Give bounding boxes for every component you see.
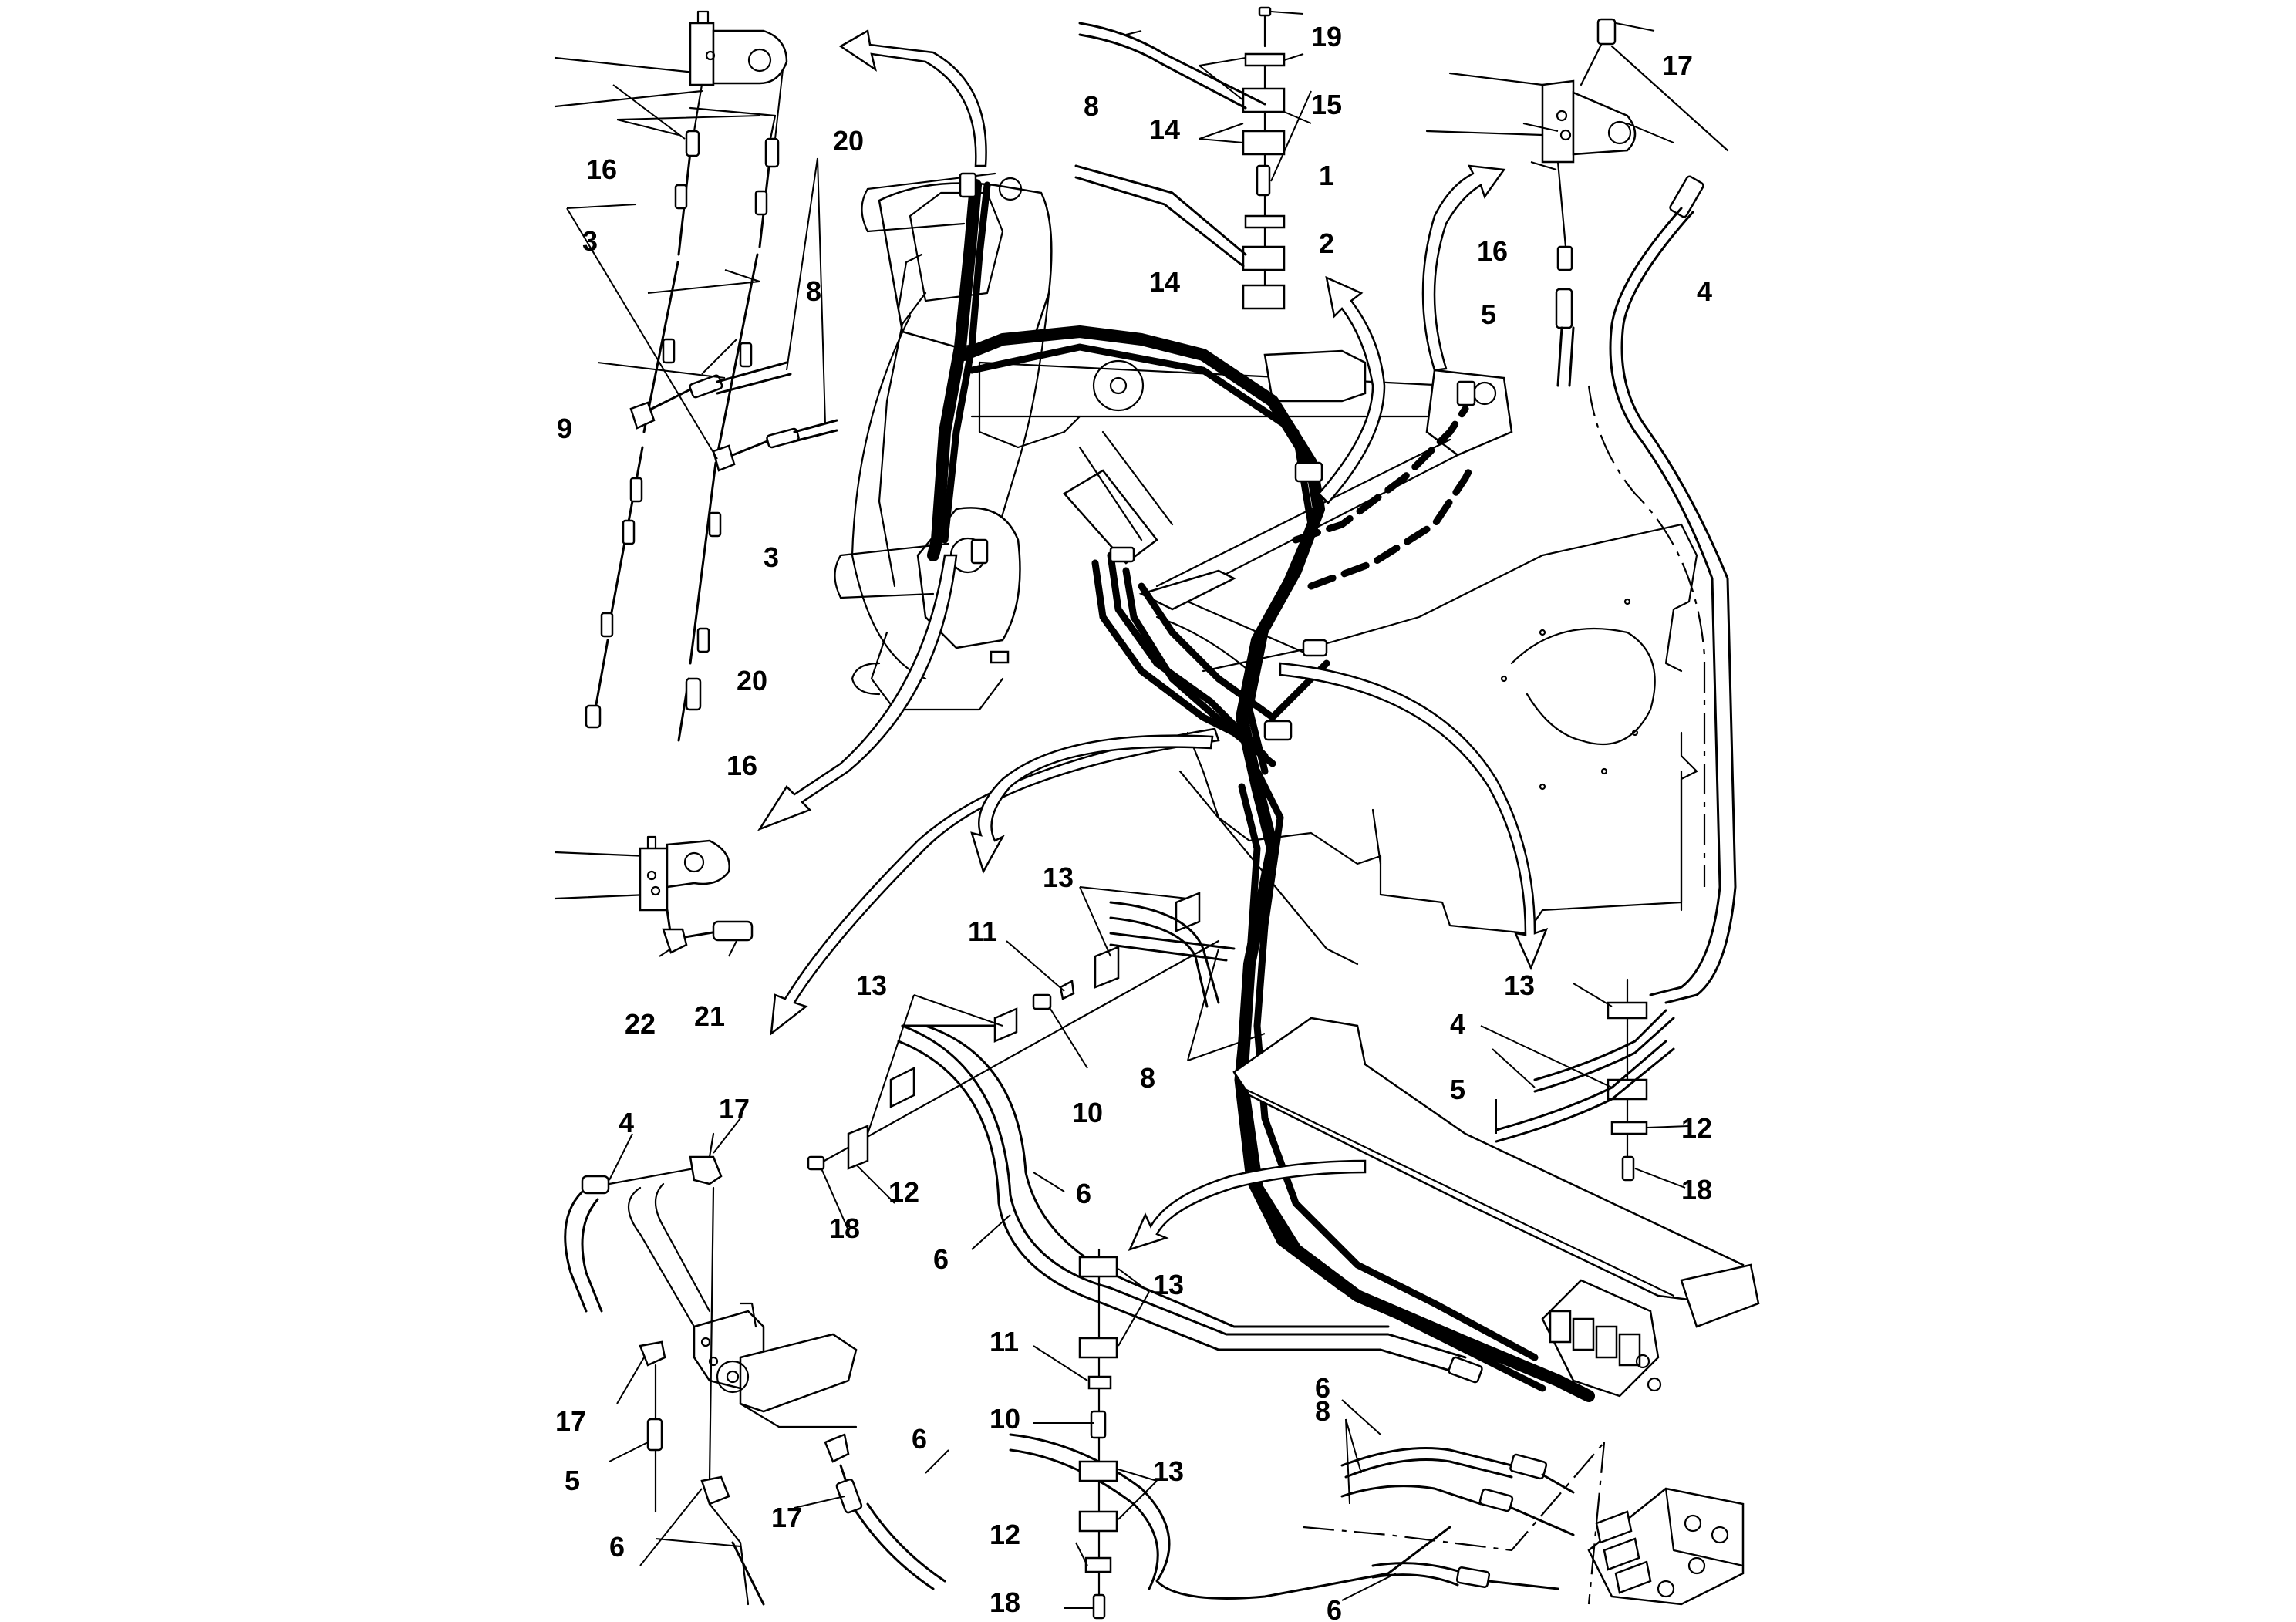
pedal-assembly — [628, 1182, 858, 1413]
callout-8-left: 8 — [806, 275, 821, 307]
callout-9: 9 — [557, 413, 572, 444]
direction-arrows — [757, 29, 1549, 1252]
callout-3-lower: 3 — [764, 541, 779, 573]
callout-21: 21 — [694, 1000, 725, 1032]
callout-19: 19 — [1311, 21, 1342, 52]
callout-20-upper: 20 — [833, 125, 864, 157]
callout-3-upper: 3 — [582, 225, 598, 257]
top-clamp-stack — [1074, 6, 1286, 310]
callout-15: 15 — [1311, 89, 1342, 120]
pedal-hoses — [564, 1132, 946, 1606]
callout-12-lower: 12 — [990, 1519, 1020, 1550]
center-clamp-chain — [807, 892, 1236, 1171]
callout-13-lower-bottom: 13 — [1153, 1455, 1184, 1487]
callout-labels: 19 15 14 1 2 14 8 17 16 5 4 16 20 3 8 9 … — [555, 21, 1712, 1622]
callout-16-left-lower: 16 — [727, 750, 757, 781]
callout-2: 2 — [1319, 228, 1334, 259]
callout-13-center-top: 13 — [1043, 862, 1074, 893]
callout-18-lower: 18 — [990, 1587, 1020, 1618]
auxiliary-valve-block — [1587, 1487, 1745, 1606]
callout-10-center: 10 — [1072, 1097, 1103, 1128]
callout-5-right: 5 — [1481, 298, 1496, 330]
callout-8-lower-right: 8 — [1315, 1395, 1330, 1427]
callout-22: 22 — [625, 1008, 656, 1040]
lower-center-clamp-stack — [1078, 1248, 1118, 1620]
callout-10-lower: 10 — [990, 1403, 1020, 1435]
callout-1: 1 — [1319, 160, 1334, 191]
callout-leaders — [566, 11, 1690, 1609]
lower-left-frame-bracket — [554, 835, 754, 954]
callout-4-lower-right: 4 — [1450, 1008, 1465, 1040]
callout-14-upper: 14 — [1149, 113, 1180, 145]
callout-12-right: 12 — [1681, 1112, 1712, 1144]
callout-17-pedal-left: 17 — [555, 1405, 586, 1437]
left-tube-assembly — [585, 83, 838, 742]
callout-6-lower-right-bottom: 6 — [1327, 1594, 1342, 1622]
callout-17-pedal-bottom: 17 — [771, 1502, 802, 1533]
callout-5-lower-right: 5 — [1450, 1074, 1465, 1105]
callout-18-right: 18 — [1681, 1174, 1712, 1206]
callout-6-pedal-right: 6 — [912, 1423, 927, 1455]
callout-16-right: 16 — [1477, 235, 1508, 267]
callout-17-pedal-top: 17 — [719, 1093, 750, 1125]
upper-left-frame-bracket — [554, 10, 788, 108]
callout-4-pedal: 4 — [619, 1107, 634, 1138]
callout-12-center: 12 — [888, 1176, 919, 1208]
callout-16-left-upper: 16 — [586, 153, 617, 185]
callout-20-lower: 20 — [737, 665, 767, 696]
callout-4-right: 4 — [1697, 275, 1712, 307]
upper-right-bracket — [1425, 18, 1737, 1004]
callout-18-center: 18 — [829, 1212, 860, 1244]
callout-17-top-right: 17 — [1662, 49, 1693, 81]
callout-6-lower-right-top: 6 — [1315, 1372, 1330, 1404]
right-clamp-stack — [1495, 978, 1675, 1182]
callout-5-pedal: 5 — [565, 1465, 580, 1496]
callout-6-pedal-left: 6 — [609, 1531, 625, 1563]
callout-13-right: 13 — [1504, 969, 1535, 1001]
callout-11-lower: 11 — [990, 1326, 1019, 1357]
callout-11-center: 11 — [968, 916, 997, 947]
callout-13-center-left: 13 — [856, 969, 887, 1001]
callout-8-center: 8 — [1140, 1062, 1155, 1094]
callout-6-center-left: 6 — [933, 1243, 949, 1275]
callout-13-lower-top: 13 — [1153, 1269, 1184, 1300]
callout-8-top: 8 — [1084, 90, 1099, 122]
callout-6-center-right: 6 — [1076, 1178, 1091, 1209]
control-valve-bank — [1232, 1017, 1760, 1398]
callout-14-lower: 14 — [1149, 266, 1180, 298]
